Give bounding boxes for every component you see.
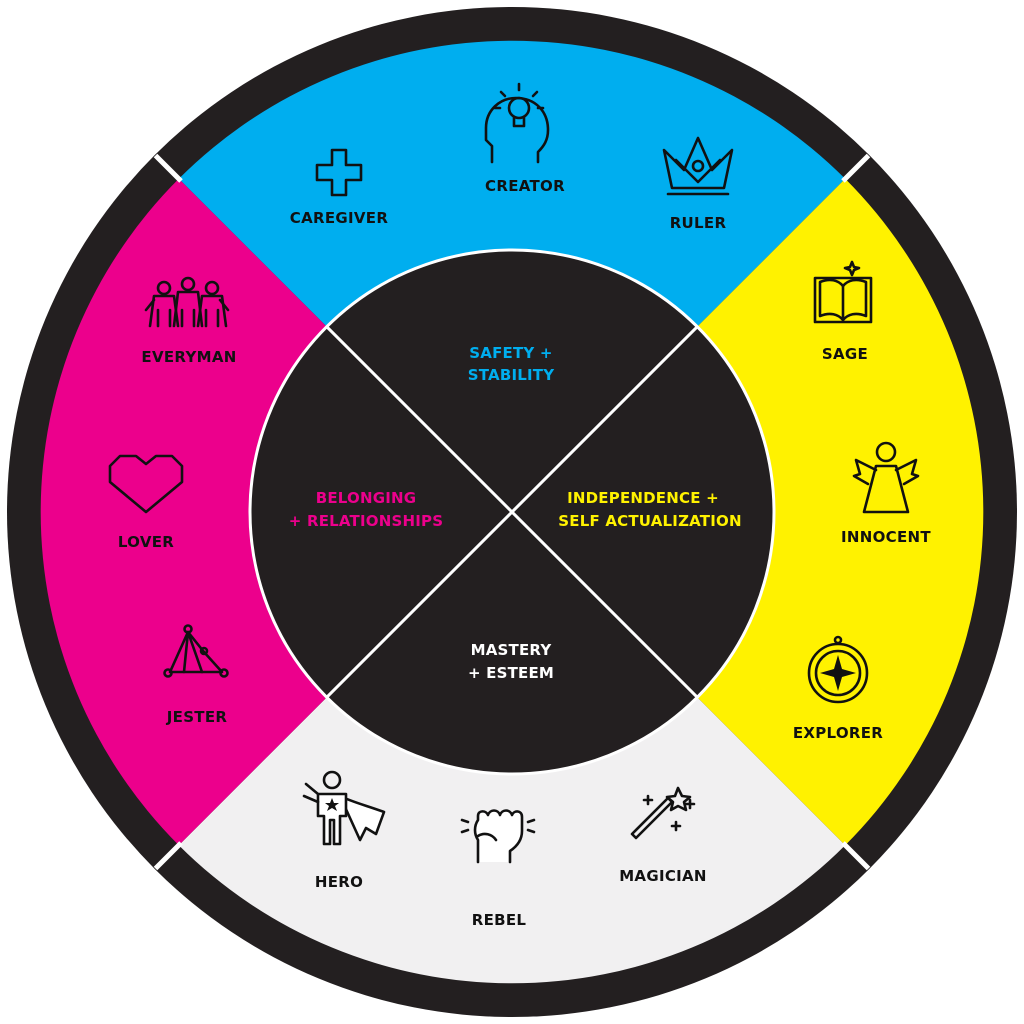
open-book-icon (813, 260, 873, 324)
quadrant-right-line1: INDEPENDENCE + (567, 489, 719, 507)
rebel-label: REBEL (472, 911, 527, 929)
quadrant-right-line2: SELF ACTUALIZATION (558, 512, 741, 530)
angel-icon (852, 441, 920, 514)
sector-left (40, 178, 327, 846)
lightbulb-head-icon (484, 82, 550, 164)
crown-icon (662, 136, 734, 196)
cross-icon (315, 148, 363, 197)
hero-label: HERO (315, 873, 363, 891)
sector-right (697, 178, 984, 846)
innocent-label: INNOCENT (841, 528, 931, 546)
quadrant-left-line1: BELONGING (316, 489, 417, 507)
magic-wand-icon (630, 786, 696, 840)
everyman-label: EVERYMAN (141, 348, 236, 366)
creator-label: CREATOR (485, 177, 565, 195)
quadrant-left-line2: + RELATIONSHIPS (289, 512, 443, 530)
quadrant-top-line1: SAFETY + (469, 344, 552, 362)
heart-icon (108, 454, 184, 514)
fist-icon (460, 809, 536, 864)
ring-separators (153, 153, 871, 871)
explorer-label: EXPLORER (793, 724, 883, 742)
ruler-label: RULER (670, 214, 727, 232)
superhero-icon (302, 770, 386, 846)
quadrant-top-line2: STABILITY (468, 366, 555, 384)
quadrant-bottom-line2: + ESTEEM (468, 664, 554, 682)
people-group-icon (144, 276, 230, 328)
compass-icon (807, 635, 869, 704)
magician-label: MAGICIAN (619, 867, 707, 885)
center-dividers (325, 325, 699, 699)
jester-hat-icon (163, 624, 229, 678)
jester-label: JESTER (166, 708, 228, 726)
sage-label: SAGE (822, 345, 868, 363)
quadrant-bottom-line1: MASTERY (471, 641, 553, 659)
sector-top (178, 40, 846, 327)
caregiver-label: CAREGIVER (290, 209, 389, 227)
lover-label: LOVER (118, 533, 174, 551)
